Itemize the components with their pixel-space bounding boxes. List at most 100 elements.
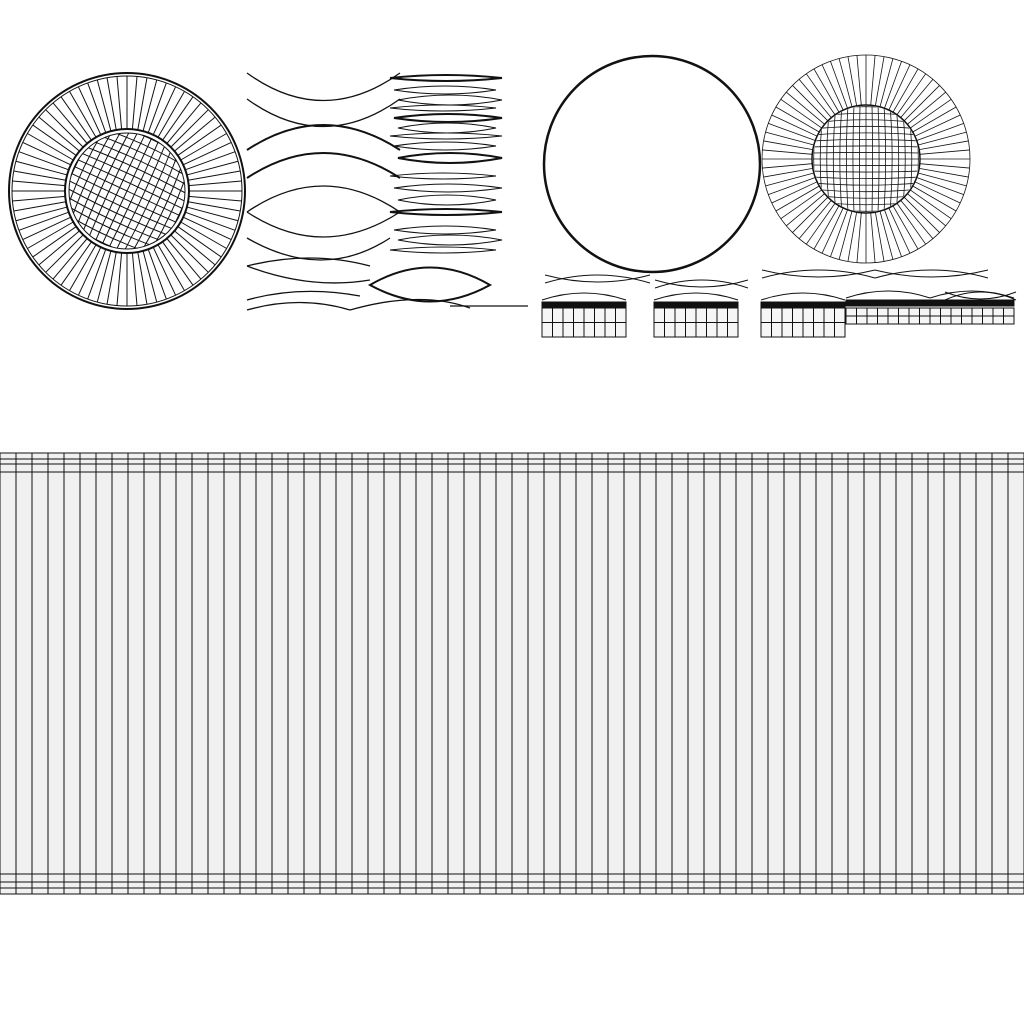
disc-left-spoke xyxy=(177,124,222,156)
disc-right-spoke xyxy=(798,200,832,239)
disc-left-grid xyxy=(69,133,185,249)
disc-left-spoke xyxy=(186,160,239,176)
lens-shape xyxy=(389,208,503,216)
disc-left-spoke xyxy=(116,76,123,130)
disc-right-spoke xyxy=(768,177,816,195)
disc-right-spoke xyxy=(912,185,957,212)
disc-left-spoke xyxy=(180,133,227,161)
disc-left-spoke xyxy=(180,221,227,249)
disc-left-spoke xyxy=(152,86,177,136)
disc-right-spoke xyxy=(830,209,848,257)
disc-left-spoke xyxy=(96,250,112,303)
disc-left-spoke xyxy=(162,241,194,286)
disc-right-spoke xyxy=(838,211,853,260)
disc-right-spoke xyxy=(903,196,940,233)
block-cap-band xyxy=(845,299,931,307)
block-cap-band xyxy=(653,301,739,309)
disc-left-spoke xyxy=(69,244,97,291)
disc-right-grid-line-h xyxy=(813,176,919,180)
lens-shape xyxy=(393,141,497,151)
block-cap-arc xyxy=(653,292,739,301)
disc-left-spoke xyxy=(147,249,167,300)
disc-left-spoke xyxy=(187,201,241,212)
disc-right-spoke xyxy=(884,209,902,257)
disc-left-spoke xyxy=(187,170,241,181)
arc-7 xyxy=(246,237,391,261)
disc-right-spoke xyxy=(765,172,814,187)
disc-right-spoke xyxy=(874,56,885,106)
disc-right-spoke xyxy=(892,205,919,250)
disc-left-spoke xyxy=(177,226,222,258)
disc-left-spoke xyxy=(137,77,148,131)
arc-3 xyxy=(246,124,401,151)
disc-left-spoke xyxy=(166,102,202,144)
disc-right-spoke xyxy=(768,123,816,141)
lens-shape xyxy=(389,132,503,140)
disc-left-spoke xyxy=(32,124,77,156)
disc-right-grid-line-v xyxy=(895,106,900,212)
disc-right-spoke xyxy=(919,167,969,178)
disc-right-grid-line-h xyxy=(813,164,919,166)
disc-right-spoke xyxy=(879,58,894,107)
block-cap-arc xyxy=(845,290,931,299)
disc-left-spoke xyxy=(22,216,72,241)
disc-left-spoke xyxy=(137,251,148,305)
disc-left-spoke xyxy=(27,133,74,161)
disc-left-spoke xyxy=(182,141,232,166)
disc-left-spoke xyxy=(38,230,80,266)
disc-left-spoke xyxy=(15,206,68,222)
disc-left-spoke xyxy=(142,250,158,303)
disc-right-spoke xyxy=(918,131,967,146)
lens-large xyxy=(367,266,493,303)
disc-left-spoke xyxy=(38,116,80,152)
disc-right-spoke xyxy=(912,106,957,133)
disc-left-spoke xyxy=(157,91,185,138)
arc-4 xyxy=(246,152,401,179)
disc-right-spoke xyxy=(847,212,858,262)
disc-right-spoke xyxy=(914,181,961,204)
disc-left-spoke xyxy=(27,221,74,249)
disc-right-spoke xyxy=(830,61,848,109)
disc-left-spoke xyxy=(52,102,88,144)
disc-left-grid-line-h xyxy=(69,178,176,231)
block-cap-arc xyxy=(760,292,846,301)
lens-shape xyxy=(393,85,497,95)
arc-2 xyxy=(246,98,401,128)
disc-right-spoke xyxy=(806,203,836,245)
disc-right-spoke xyxy=(916,177,964,195)
disc-left-spoke xyxy=(12,180,66,187)
arc-10 xyxy=(246,290,361,301)
disc-left-spoke xyxy=(22,141,72,166)
disc-left-spoke xyxy=(157,244,185,291)
disc-right-spoke xyxy=(888,64,911,111)
disc-right-spoke xyxy=(838,58,853,107)
disc-left-grid-line-h xyxy=(69,171,179,224)
disc-left-spoke xyxy=(152,246,177,296)
disc-left-grid-line-v xyxy=(148,158,185,249)
disc-right-spoke xyxy=(771,181,818,204)
disc-left-spoke xyxy=(18,151,69,171)
disc-left-spoke xyxy=(60,241,92,286)
disc-right-spoke xyxy=(813,68,840,113)
disc-right-spoke xyxy=(786,91,825,125)
disc-left-spoke xyxy=(15,160,68,176)
disc-right-spoke xyxy=(892,68,919,113)
cap-lens-arc xyxy=(654,279,749,288)
lens-stack-right xyxy=(389,74,503,254)
disc-right-spoke xyxy=(806,73,836,115)
disc-right-spoke xyxy=(919,163,970,169)
disc-left-spoke xyxy=(188,195,242,202)
lens-shape xyxy=(397,234,503,246)
disc-left-spoke xyxy=(188,180,242,187)
disc-right-grid-line-h xyxy=(813,188,919,193)
disc-right-spoke xyxy=(763,140,813,151)
disc-right-spoke xyxy=(813,205,840,250)
disc-left-grid-line-v xyxy=(128,149,181,249)
cap-lens-arc xyxy=(654,279,749,289)
lens-shape xyxy=(397,94,503,106)
disc-left-spoke xyxy=(186,206,239,222)
cap-lens-arc xyxy=(761,269,876,279)
disc-left-spoke xyxy=(185,211,236,231)
lens-shape xyxy=(393,225,497,235)
